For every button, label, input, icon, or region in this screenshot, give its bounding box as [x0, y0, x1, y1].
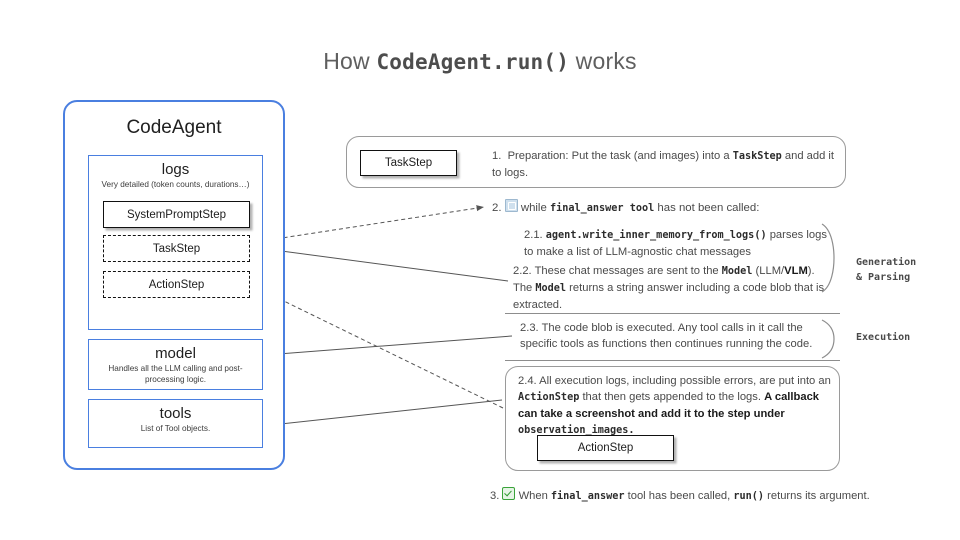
logs-box: logs Very detailed (token counts, durati… — [88, 155, 263, 330]
step1-number: 1. — [492, 150, 502, 162]
step22-text: 2.2. These chat messages are sent to the… — [513, 263, 833, 313]
step3-text-a: When — [518, 490, 551, 502]
step21-text-a: parses logs to make a list of LLM-agnost… — [524, 229, 827, 258]
step22-code-a: Model — [721, 266, 753, 277]
step23-number: 2.3. — [520, 322, 539, 334]
step21-text: 2.1. agent.write_inner_memory_from_logs(… — [524, 227, 834, 260]
logs-subtitle: Very detailed (token counts, durations…) — [101, 180, 250, 189]
tools-title: tools — [159, 405, 192, 422]
step22-number: 2.2. — [513, 265, 532, 277]
tools-subtitle: List of Tool objects. — [140, 424, 211, 433]
log-step-actionstep[interactable]: ActionStep — [103, 271, 250, 298]
step21-number: 2.1. — [524, 229, 543, 241]
divider-execution-callback — [505, 360, 840, 361]
annotation-generation-line1: Generation — [856, 257, 917, 268]
page-title: How CodeAgent.run() works — [0, 48, 960, 75]
step24-bold-a: A callback can take a screenshot and add… — [518, 391, 820, 421]
step1-text: 1. Preparation: Put the task (and images… — [492, 148, 837, 181]
log-step-systempromptstep[interactable]: SystemPromptStep — [103, 201, 250, 228]
step2-code-a: final_answer tool — [549, 203, 655, 214]
log-step-taskstep[interactable]: TaskStep — [103, 235, 250, 262]
title-code: CodeAgent.run() — [376, 50, 570, 74]
check-icon — [502, 487, 516, 500]
divider-generation-execution — [505, 313, 840, 314]
step2-text-b: has not been called: — [654, 202, 760, 214]
title-prefix: How — [323, 48, 377, 74]
annotation-generation-line2: & Parsing — [856, 271, 911, 283]
step24-code-a: ActionStep — [518, 392, 580, 404]
step24-actionstep-box[interactable]: ActionStep — [537, 435, 674, 461]
step3-number: 3. — [490, 490, 500, 502]
step3-text-b: tool has been called, — [624, 490, 734, 502]
tools-box: tools List of Tool objects. — [88, 399, 263, 448]
step2-text-a: while — [520, 202, 550, 214]
step22-code-b: Model — [535, 282, 567, 294]
step22-bold-a: VLM — [784, 265, 808, 277]
brace-generation — [820, 222, 842, 294]
annotation-execution: Execution — [856, 332, 911, 343]
model-box: model Handles all the LLM calling and po… — [88, 339, 263, 390]
step3-text-c: returns its argument. — [764, 490, 870, 502]
step1-text-b: and add it to logs. — [492, 150, 835, 179]
step1-code-a: TaskStep — [732, 151, 782, 162]
model-subtitle: Handles all the LLM calling and post-pro… — [108, 364, 243, 385]
step24-number: 2.4. — [518, 375, 537, 387]
loop-icon — [504, 199, 518, 212]
step21-code-a: agent.write_inner_memory_from_logs() — [545, 230, 767, 241]
step2-number: 2. — [492, 202, 502, 214]
step1-taskstep-box[interactable]: TaskStep — [360, 150, 457, 176]
step24-text-b: that then gets appended to the logs. — [579, 391, 765, 404]
step23-text-a: The code blob is executed. Any tool call… — [520, 322, 813, 351]
code-agent-panel: CodeAgent logs Very detailed (token coun… — [63, 100, 285, 470]
step22-text-b: (LLM/ — [752, 265, 785, 277]
brace-execution — [820, 318, 842, 360]
step22-text-a: These chat messages are sent to the — [534, 265, 722, 277]
step24-code-b: observation_images. — [518, 425, 635, 437]
annotation-generation: Generation & Parsing — [856, 256, 916, 285]
title-suffix: works — [569, 48, 637, 74]
code-agent-title: CodeAgent — [126, 117, 222, 138]
step1-text-a: Preparation: Put the task (and images) i… — [507, 150, 733, 162]
model-title: model — [155, 345, 196, 362]
step2-header: 2. while final_answer tool has not been … — [492, 199, 842, 217]
logs-title: logs — [161, 161, 190, 178]
step3-text: 3. When final_answer tool has been calle… — [490, 487, 920, 505]
step24-text-a: All execution logs, including possible e… — [539, 375, 831, 387]
step23-text: 2.3. The code blob is executed. Any tool… — [520, 320, 840, 352]
step22-text-c: ). The — [513, 265, 815, 294]
step3-code-b: run() — [733, 491, 765, 502]
step3-code-a: final_answer — [550, 491, 625, 502]
step24-text: 2.4. All execution logs, including possi… — [518, 373, 833, 439]
step22-text-d: returns a string answer including a code… — [513, 281, 825, 311]
